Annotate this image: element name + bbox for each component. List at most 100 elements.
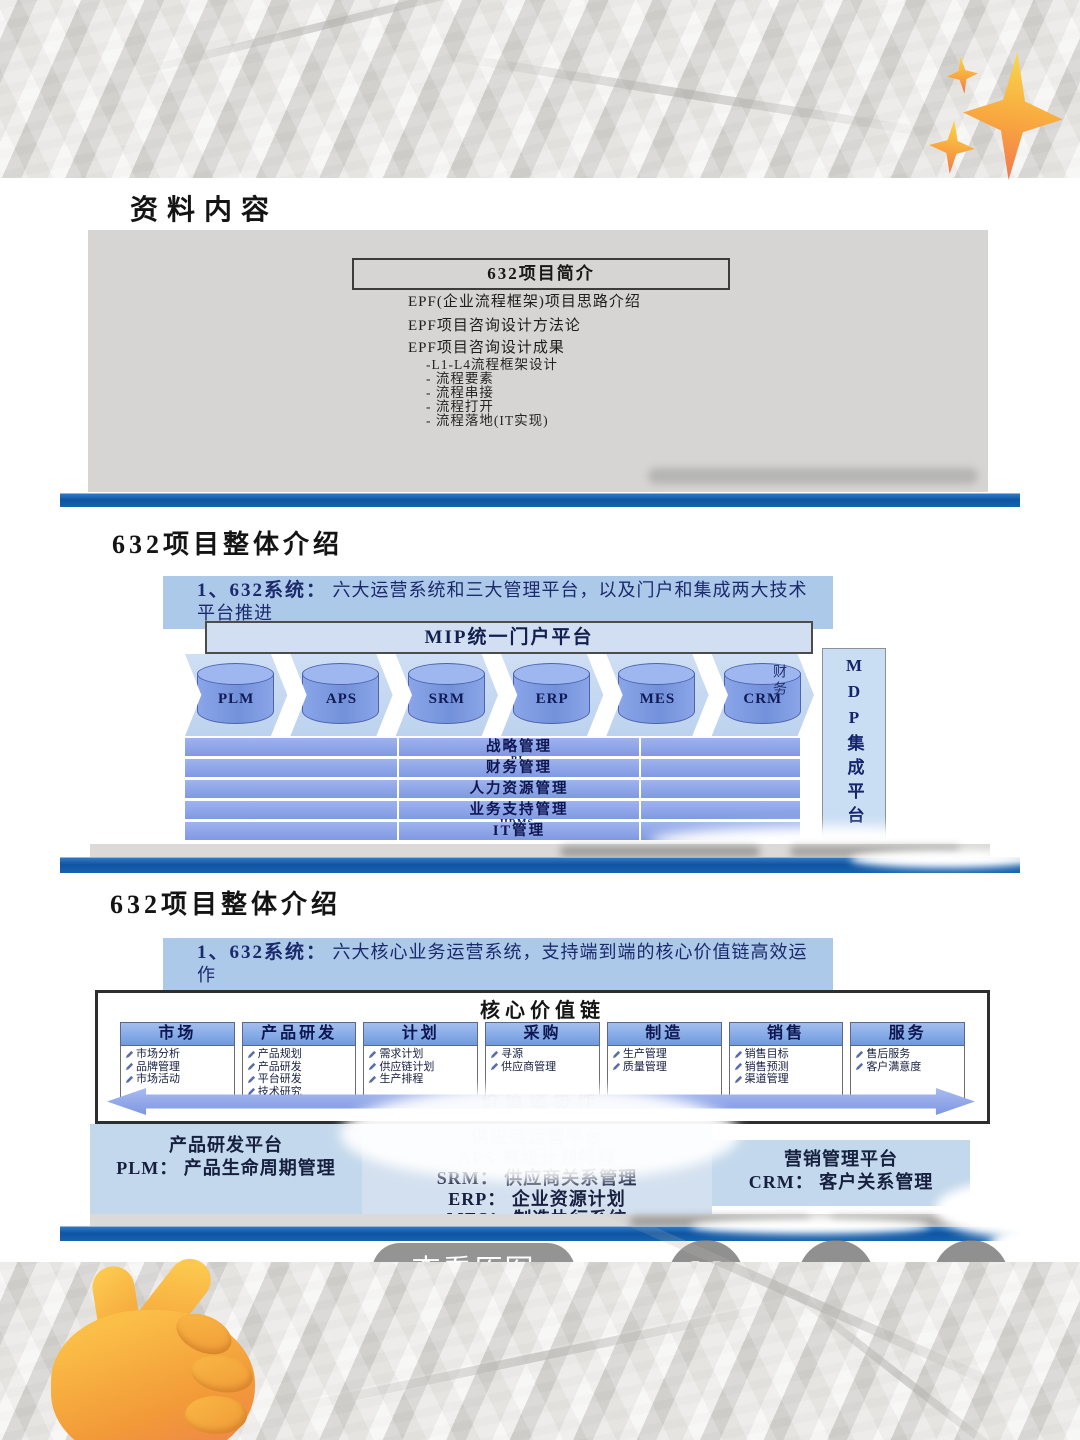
system-chevron-band: PLM APS SRM bbox=[185, 654, 817, 736]
chevron-shape: CRM bbox=[711, 654, 814, 736]
chain-item-label: 市场分析 bbox=[136, 1048, 180, 1060]
crease-line bbox=[125, 0, 535, 79]
finger-heart-hand-icon bbox=[25, 1250, 275, 1440]
pen-icon bbox=[125, 1075, 134, 1083]
management-rows: 战略管理 BI 财务管理 人力资源管理 业务支持管理 HRMS bbox=[185, 738, 800, 843]
column-body: 产品规划 产品研发 平台研发 技术研究 bbox=[241, 1046, 357, 1102]
value-chain-columns: 市场 市场分析 品牌管理 市场活动 产品研发 产品规划 产品研发 平台研发 技术… bbox=[120, 1022, 966, 1102]
database-cylinder-icon: CRM bbox=[723, 663, 802, 727]
platform-line: CRM： 客户关系管理 bbox=[748, 1172, 934, 1192]
banner-prefix: 1、632系统： bbox=[197, 942, 328, 963]
database-cylinder-icon: APS bbox=[302, 663, 380, 727]
system-label: PLM bbox=[217, 691, 255, 707]
sparkle-small-icon bbox=[927, 118, 978, 176]
system-label: CRM bbox=[743, 691, 783, 707]
intro-box: 632项目简介 bbox=[352, 258, 730, 290]
chevron-partial-label: 财务 bbox=[771, 664, 786, 698]
slide1-sub-item: - 流程落地(IT实现) bbox=[426, 413, 549, 428]
slide2-title: 632项目整体介绍 bbox=[112, 530, 344, 559]
cylinder-top bbox=[197, 663, 275, 685]
slide1-sub-item: - 流程打开 bbox=[426, 399, 494, 414]
chain-item: 市场活动 bbox=[125, 1073, 232, 1086]
banner-text: 六大运营系统和三大管理平台，以及门户和集成两大技术平台推进 bbox=[197, 580, 808, 623]
chain-item: 品牌管理 bbox=[125, 1061, 232, 1074]
slide1-sub-item: - 流程要素 bbox=[426, 371, 494, 386]
chain-column-market: 市场 市场分析 品牌管理 市场活动 bbox=[120, 1022, 235, 1102]
slide3-title: 632项目整体介绍 bbox=[110, 890, 342, 919]
cylinder-top bbox=[302, 663, 380, 685]
chain-item: 生产排程 bbox=[368, 1073, 475, 1086]
chain-item-label: 生产排程 bbox=[379, 1073, 424, 1085]
chain-item: 销售目标 bbox=[734, 1048, 841, 1061]
platform-plm: 产品研发平台 PLM： 产品生命周期管理 bbox=[90, 1124, 362, 1216]
column-body: 销售目标 销售预测 渠道管理 bbox=[728, 1046, 844, 1102]
pen-icon bbox=[612, 1050, 620, 1058]
row-segment bbox=[185, 759, 397, 777]
platform-title: 营销管理平台 bbox=[784, 1149, 898, 1169]
row-segment bbox=[185, 780, 397, 798]
crease-line bbox=[432, 49, 948, 140]
chain-column-rnd: 产品研发 产品规划 产品研发 平台研发 技术研究 bbox=[241, 1022, 357, 1102]
erased-watermark-blob bbox=[340, 1086, 740, 1182]
chain-item-label: 渠道管理 bbox=[744, 1073, 789, 1085]
mdp-platform-box: MDP集成平台 bbox=[822, 648, 886, 838]
bar-wave-highlight bbox=[850, 850, 1040, 868]
pen-icon bbox=[734, 1063, 742, 1071]
chain-item-label: 销售目标 bbox=[744, 1048, 789, 1060]
chevron-shape: SRM bbox=[395, 654, 498, 736]
row-segment bbox=[641, 738, 800, 756]
mdp-label: MDP集成平台 bbox=[844, 656, 864, 830]
slide1-footer-bar bbox=[60, 494, 1020, 507]
pen-icon bbox=[247, 1063, 255, 1071]
chain-item: 需求计划 bbox=[368, 1048, 475, 1061]
row-label: IT管理 bbox=[399, 822, 639, 840]
chain-item-label: 寻源 bbox=[501, 1048, 524, 1060]
database-cylinder-icon: ERP bbox=[513, 663, 591, 727]
pen-icon bbox=[247, 1088, 255, 1096]
column-header: 市场 bbox=[120, 1022, 235, 1046]
pen-icon bbox=[491, 1063, 499, 1071]
management-row: 战略管理 BI bbox=[185, 738, 800, 761]
row-label: 业务支持管理 bbox=[399, 801, 639, 819]
chain-column-sales: 销售 销售目标 销售预测 渠道管理 bbox=[728, 1022, 844, 1102]
slide1-sub-item: - 流程串接 bbox=[426, 385, 494, 400]
row-segment bbox=[185, 801, 397, 819]
chevron-shape: APS bbox=[290, 654, 393, 736]
chain-item: 生产管理 bbox=[612, 1048, 719, 1061]
chain-item-label: 生产管理 bbox=[622, 1048, 667, 1060]
column-header: 计划 bbox=[363, 1022, 479, 1046]
chevron-shape: MES bbox=[606, 654, 709, 736]
row-label: 战略管理 bbox=[399, 738, 639, 756]
system-label: APS bbox=[325, 691, 358, 707]
chain-item: 产品规划 bbox=[247, 1048, 354, 1061]
column-header: 销售 bbox=[728, 1022, 844, 1046]
column-header: 制造 bbox=[606, 1022, 722, 1046]
chain-item-label: 供应商管理 bbox=[501, 1060, 557, 1073]
chain-item-label: 质量管理 bbox=[622, 1060, 667, 1073]
column-header: 产品研发 bbox=[241, 1022, 357, 1046]
chain-item: 平台研发 bbox=[247, 1073, 354, 1086]
chain-column-mfg: 制造 生产管理 质量管理 bbox=[606, 1022, 722, 1102]
row-segment bbox=[641, 780, 800, 798]
chain-item: 渠道管理 bbox=[734, 1073, 841, 1086]
sparkle-large-icon bbox=[959, 49, 1068, 184]
banner-prefix: 1、632系统： bbox=[197, 580, 328, 601]
chain-item-label: 售后服务 bbox=[866, 1048, 911, 1060]
slide1-line: EPF项目咨询设计成果 bbox=[408, 340, 565, 356]
column-header: 采购 bbox=[485, 1022, 600, 1046]
pen-icon bbox=[369, 1063, 377, 1071]
pen-icon bbox=[734, 1050, 742, 1058]
chain-item: 销售预测 bbox=[734, 1061, 841, 1074]
chevron-shape: PLM bbox=[185, 654, 288, 736]
column-header: 服务 bbox=[850, 1022, 966, 1046]
chain-item-label: 需求计划 bbox=[379, 1048, 424, 1060]
row-label: 人力资源管理 bbox=[399, 780, 639, 798]
system-label: SRM bbox=[428, 691, 465, 707]
pen-icon bbox=[125, 1063, 134, 1071]
chain-item: 供应链计划 bbox=[368, 1061, 475, 1074]
pen-icon bbox=[247, 1075, 255, 1083]
row-segment bbox=[641, 801, 800, 819]
chain-item: 市场分析 bbox=[125, 1048, 232, 1061]
chain-item: 售后服务 bbox=[855, 1048, 962, 1061]
